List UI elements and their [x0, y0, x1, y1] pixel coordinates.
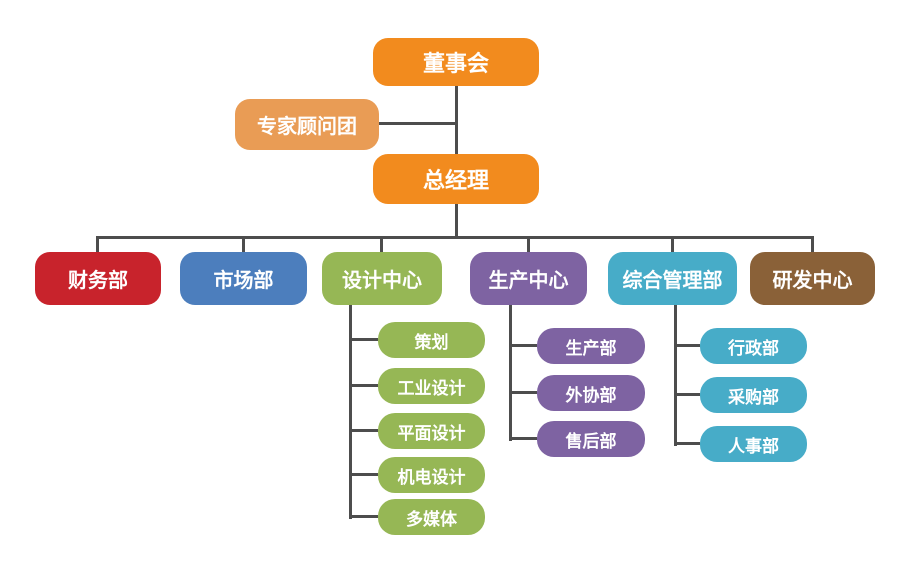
connector-production-stub-1: [511, 391, 537, 394]
org-node-graphic-design: 平面设计: [378, 413, 485, 449]
connector-design-stub-4: [351, 515, 378, 518]
org-node-finance-dept: 财务部: [35, 252, 161, 305]
connector-manager-to-bus: [455, 203, 458, 237]
connector-drop-admin: [671, 236, 674, 253]
org-node-planning: 策划: [378, 322, 485, 358]
org-node-after-sales-dept: 售后部: [537, 421, 645, 457]
connector-advisors-branch: [379, 122, 456, 125]
org-node-rnd-center: 研发中心: [750, 252, 875, 305]
connector-design-spine: [349, 304, 352, 519]
org-node-production-center: 生产中心: [470, 252, 587, 305]
org-node-production-dept: 生产部: [537, 328, 645, 364]
connector-drop-design: [380, 236, 383, 253]
org-node-industrial-design: 工业设计: [378, 368, 485, 404]
org-node-general-management-dept: 综合管理部: [608, 252, 737, 305]
org-node-outsourcing-dept: 外协部: [537, 375, 645, 411]
connector-design-stub-3: [351, 473, 378, 476]
org-node-marketing-dept: 市场部: [180, 252, 307, 305]
org-node-purchasing-dept: 采购部: [700, 377, 807, 413]
org-node-design-center: 设计中心: [322, 252, 442, 305]
connector-production-stub-0: [511, 344, 537, 347]
org-node-mechatronic-design: 机电设计: [378, 457, 485, 493]
connector-board-to-manager: [455, 85, 458, 155]
connector-design-stub-1: [351, 384, 378, 387]
connector-production-stub-2: [511, 437, 537, 440]
connector-drop-rnd: [811, 236, 814, 253]
connector-drop-production: [527, 236, 530, 253]
org-node-expert-advisory-group: 专家顾问团: [235, 99, 379, 150]
connector-production-spine: [509, 304, 512, 441]
org-node-multimedia: 多媒体: [378, 499, 485, 535]
org-node-administration-dept: 行政部: [700, 328, 807, 364]
org-node-hr-dept: 人事部: [700, 426, 807, 462]
connector-design-stub-2: [351, 429, 378, 432]
connector-design-stub-0: [351, 338, 378, 341]
org-node-board-of-directors: 董事会: [373, 38, 539, 86]
connector-admin-stub-1: [676, 393, 700, 396]
connector-drop-market: [242, 236, 245, 253]
org-node-general-manager: 总经理: [373, 154, 539, 204]
connector-drop-finance: [96, 236, 99, 253]
connector-department-bus: [96, 236, 814, 239]
connector-admin-stub-2: [676, 442, 700, 445]
connector-admin-stub-0: [676, 344, 700, 347]
connector-admin-spine: [674, 304, 677, 446]
